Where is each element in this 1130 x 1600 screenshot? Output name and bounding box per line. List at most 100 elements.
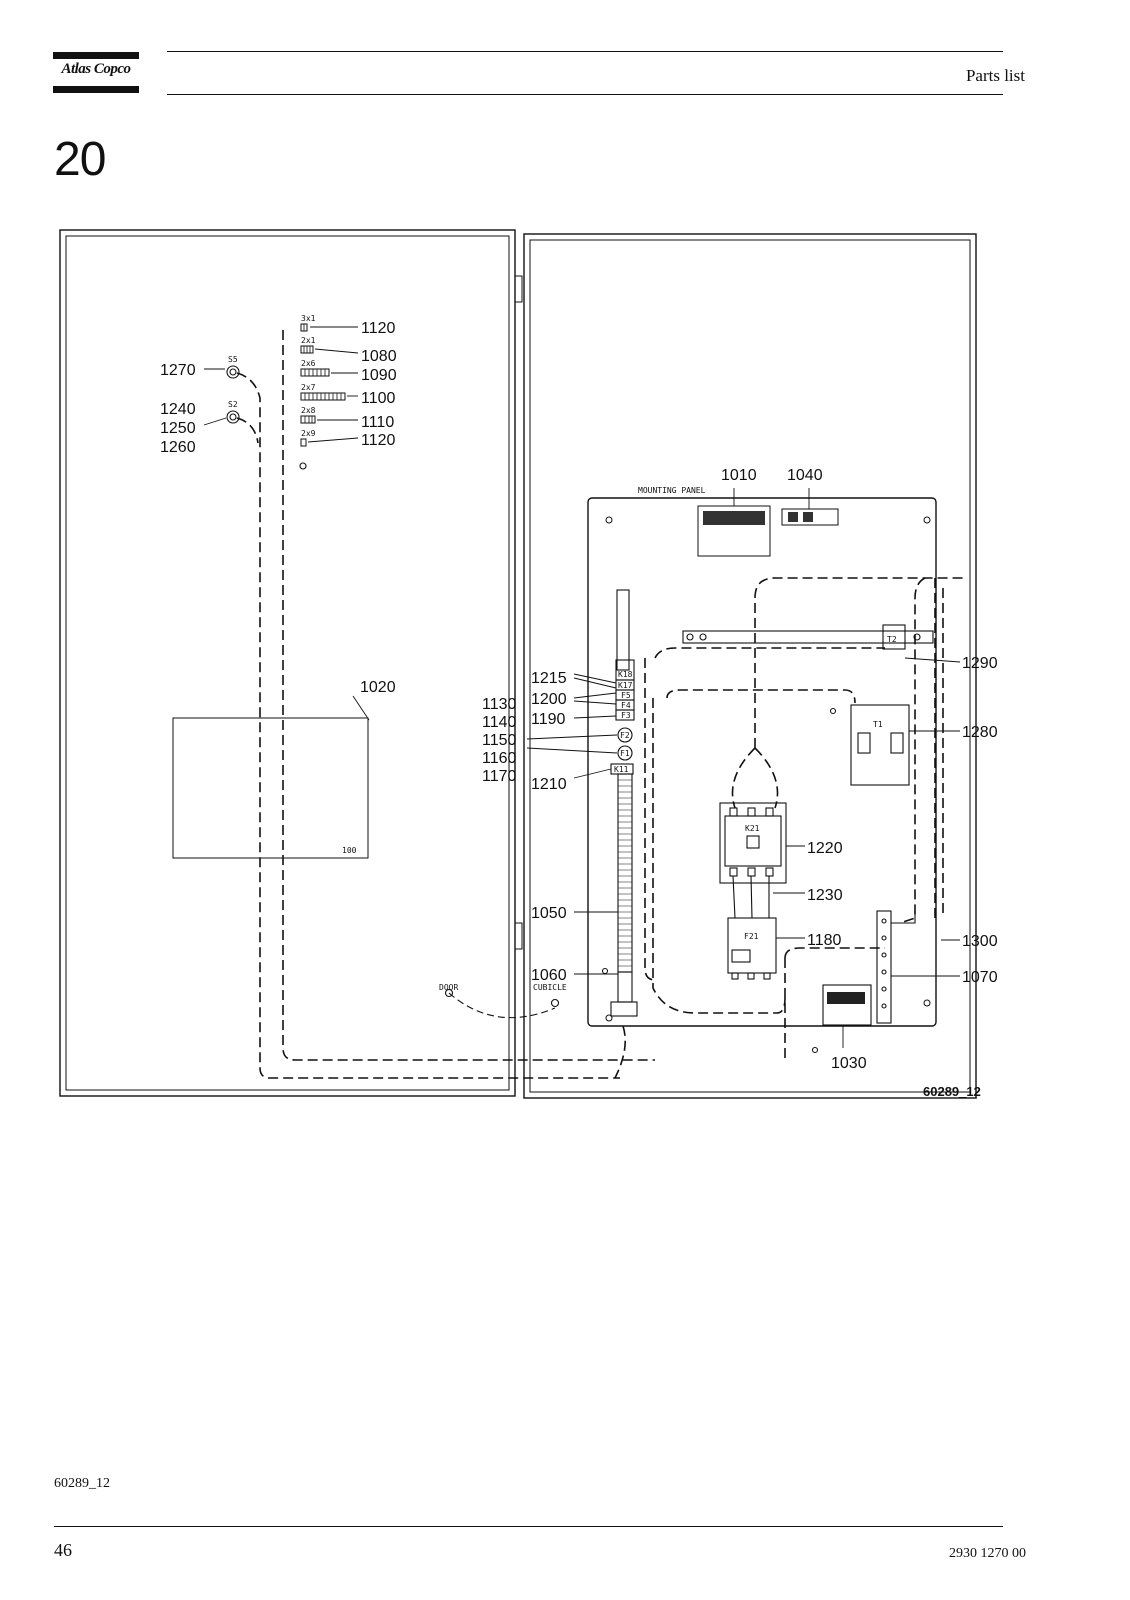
contactor-k21 <box>719 802 787 884</box>
header-rule-top <box>167 51 1003 52</box>
data-plate-1030 <box>822 984 872 1026</box>
document-number: 2930 1270 00 <box>949 1546 1026 1561</box>
overload-f21-dial <box>731 949 751 963</box>
label-2x7: 2x7 <box>301 383 316 392</box>
f21-terminal-2 <box>747 972 755 980</box>
leader-1150 <box>526 734 618 740</box>
plate-earth-point <box>811 1046 819 1054</box>
door-earth-point <box>299 462 307 470</box>
k21-terminal-6 <box>765 867 774 877</box>
leader-1160 <box>526 747 618 754</box>
cable-duct-ribs <box>618 779 632 967</box>
callout-1070: 1070 <box>962 969 998 986</box>
door-cable-main <box>282 330 655 1061</box>
callout-1050: 1050 <box>531 905 567 922</box>
panel-hole-1 <box>605 516 613 524</box>
label-f3: F3 <box>621 711 631 720</box>
k21-terminal-5 <box>747 867 756 877</box>
k21-f21-links <box>732 875 770 919</box>
callout-1120-top: 1120 <box>361 320 396 337</box>
cable-gland-1060 <box>617 971 633 1003</box>
label-plate-1040 <box>781 508 839 526</box>
callout-1130: 1130 <box>482 696 517 713</box>
label-plate-1040-symbol-a <box>788 512 798 522</box>
footer-figure-reference: 60289_12 <box>54 1476 110 1491</box>
rail-t2-hole-1 <box>686 633 694 641</box>
door-inner-outline <box>65 235 510 1091</box>
label-f21: F21 <box>744 932 759 941</box>
box-label-100: 100 <box>342 846 357 855</box>
door-outline <box>59 229 516 1097</box>
rail-t2 <box>682 630 934 644</box>
parts-diagram: 3x1 2x1 2x6 2x7 2x8 2x9 S5 S2 MOUNTING P… <box>59 229 998 1099</box>
terminal-ticks-3 <box>304 393 342 400</box>
callout-1170: 1170 <box>482 768 517 785</box>
switch-s2 <box>226 410 240 424</box>
earth-bar-bracket <box>891 911 916 924</box>
f21-terminal-3 <box>763 972 771 980</box>
leader-1190 <box>573 715 617 719</box>
leader-1290 <box>904 657 961 663</box>
leader-1200b <box>573 700 617 705</box>
header-title: Parts list <box>965 66 1025 85</box>
cubicle-outline <box>523 233 977 1099</box>
label-k17: K17 <box>618 681 633 690</box>
figure-id: 60289_12 <box>923 1084 981 1099</box>
earth-bar-hole-2 <box>881 935 887 941</box>
k21-terminal-2 <box>747 807 756 817</box>
callout-1210: 1210 <box>531 776 567 793</box>
label-f4: F4 <box>621 701 631 710</box>
duct-cable-top <box>654 647 885 659</box>
label-2x6: 2x6 <box>301 359 316 368</box>
callout-1090: 1090 <box>361 367 397 384</box>
callout-1020: 1020 <box>360 679 396 696</box>
mounting-panel-label: MOUNTING PANEL <box>638 486 706 495</box>
callout-1010: 1010 <box>721 467 757 484</box>
panel-hole-2 <box>923 516 931 524</box>
callout-1140: 1140 <box>482 714 517 731</box>
terminal-ticks-2 <box>304 369 326 376</box>
din-rail-top <box>616 589 630 671</box>
leader-1200a <box>573 692 617 699</box>
panel-hole-4 <box>923 999 931 1007</box>
k21-feed-right <box>754 747 779 809</box>
earth-bar-hole-4 <box>881 969 887 975</box>
k21-feed-left <box>731 747 756 809</box>
lower-cable <box>784 947 885 959</box>
label-s5: S5 <box>228 355 238 364</box>
callout-1180: 1180 <box>807 932 842 949</box>
cable-to-cubicle <box>614 1025 626 1079</box>
leader-1215b <box>573 677 617 689</box>
earth-bar-hole-1 <box>881 918 887 924</box>
label-2x9: 2x9 <box>301 429 316 438</box>
label-k21: K21 <box>745 824 760 833</box>
callout-1220: 1220 <box>807 840 843 857</box>
transformer-t2 <box>882 624 906 650</box>
overload-f21 <box>727 917 777 974</box>
logo-bar-top <box>53 52 139 59</box>
terminal-2x9 <box>300 438 307 447</box>
label-s2: S2 <box>228 400 238 409</box>
label-plate-1010-text <box>703 511 765 525</box>
page-number: 46 <box>54 1540 72 1560</box>
transformer-t1-coil-left <box>857 732 871 754</box>
leader-1020 <box>352 695 370 721</box>
callout-1190: 1190 <box>531 711 566 728</box>
callout-1100: 1100 <box>361 390 396 407</box>
door-box-1020 <box>172 717 369 859</box>
t1-fixing <box>829 707 837 715</box>
door-cable-s2 <box>236 417 259 444</box>
rail-t2-hole-2 <box>699 633 707 641</box>
label-t2: T2 <box>887 635 897 644</box>
callout-1030: 1030 <box>831 1055 867 1072</box>
label-2x8: 2x8 <box>301 406 316 415</box>
fuse-f1 <box>617 745 633 761</box>
atlas-copco-logo: Atlas Copco <box>53 52 139 94</box>
panel-hole-3 <box>605 1014 613 1022</box>
label-f1: F1 <box>620 749 630 758</box>
callout-1230: 1230 <box>807 887 843 904</box>
cable-entry <box>610 1001 638 1017</box>
switch-s5 <box>226 365 240 379</box>
door-earth-stud <box>444 988 454 998</box>
hinge-top <box>514 275 523 303</box>
